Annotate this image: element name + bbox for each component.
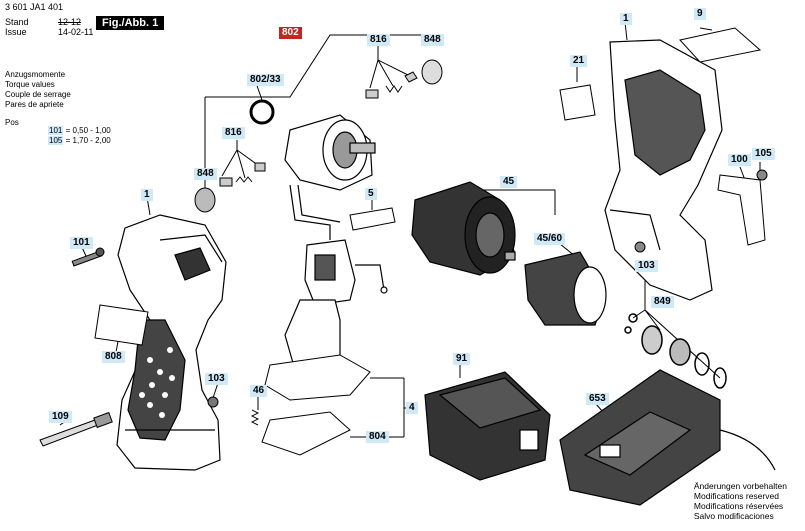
cap-45-60 xyxy=(524,251,607,326)
cover-5 xyxy=(349,207,396,231)
label-9 xyxy=(679,27,762,63)
label-21 xyxy=(559,84,596,121)
callout-101: 101 xyxy=(70,237,93,249)
callout-5: 5 xyxy=(365,188,377,200)
notice-line-fr: Modifications réservées xyxy=(693,501,784,511)
callout-4: 4 xyxy=(406,402,418,414)
switch-module xyxy=(284,239,388,371)
callout-9: 9 xyxy=(694,8,706,20)
label-808 xyxy=(94,304,149,346)
housing-left xyxy=(116,214,227,471)
modifications-notice: Änderungen vorbehalten Modifications res… xyxy=(694,481,787,521)
bearing-848-top xyxy=(421,59,443,85)
brushes-816-left xyxy=(219,162,266,187)
leader-4 xyxy=(350,377,410,438)
pos-row: 105 = 1,70 - 2,00 xyxy=(48,136,111,146)
callout-802: 802 xyxy=(279,27,302,39)
pos-number: 101 xyxy=(48,126,64,135)
callout-45: 45 xyxy=(500,176,518,188)
issue-label: Issue xyxy=(5,27,27,37)
notice-line-es: Salvo modificaciones xyxy=(693,511,774,521)
leader-802 xyxy=(204,34,431,185)
leader-849 xyxy=(632,255,721,379)
stand-label: Stand xyxy=(5,17,29,27)
parts-849 xyxy=(624,313,727,389)
torque-line-es: Pares de apriete xyxy=(5,100,64,109)
callout-848-left: 848 xyxy=(194,168,217,180)
leader-816-top xyxy=(369,45,411,89)
notice-line-en: Modifications reserved xyxy=(693,491,779,501)
screw-101 xyxy=(71,247,105,267)
callout-105: 105 xyxy=(752,148,775,160)
callout-1-left: 1 xyxy=(141,189,153,201)
bit-109 xyxy=(39,411,113,447)
battery-contact-4 xyxy=(264,354,371,401)
board-804 xyxy=(261,411,351,456)
figure-label: Fig./Abb. 1 xyxy=(96,16,165,30)
pos-torque: = 0,50 - 1,00 xyxy=(65,126,111,135)
screw-103-right xyxy=(634,241,646,253)
callout-808: 808 xyxy=(102,351,125,363)
pos-label: Pos xyxy=(5,118,19,127)
callout-804: 804 xyxy=(366,431,389,443)
ring-802-33 xyxy=(249,99,275,125)
pos-row: 101 = 0,50 - 1,00 xyxy=(48,126,111,136)
pos-number: 105 xyxy=(48,136,64,145)
housing-right xyxy=(604,39,723,301)
torque-values-block: Anzugsmomente Torque values Couple de se… xyxy=(5,70,71,110)
callout-100: 100 xyxy=(728,154,751,166)
callout-1-right: 1 xyxy=(620,13,632,25)
stand-value: 12-12 xyxy=(58,17,82,27)
callout-103-right: 103 xyxy=(635,260,658,272)
torque-line-fr: Couple de serrage xyxy=(5,90,71,99)
leader-816-left xyxy=(221,140,263,179)
callout-21: 21 xyxy=(570,55,588,67)
charger-653 xyxy=(559,369,776,506)
pos-torque: = 1,70 - 2,00 xyxy=(65,136,111,145)
torque-line-en: Torque values xyxy=(5,80,55,89)
leader-1-right xyxy=(624,21,628,41)
callout-91: 91 xyxy=(453,353,471,365)
screw-103-left xyxy=(207,396,219,408)
torque-line-de: Anzugsmomente xyxy=(5,70,66,79)
spring-46 xyxy=(250,409,260,426)
callout-849: 849 xyxy=(651,296,674,308)
screw-105 xyxy=(756,169,768,181)
issue-value: 14-02-11 xyxy=(58,27,94,37)
belt-clip-100 xyxy=(717,174,766,246)
callout-653: 653 xyxy=(586,393,609,405)
doc-number: 3 601 JA1 401 xyxy=(5,2,64,12)
callout-109: 109 xyxy=(49,411,72,423)
callout-45-60: 45/60 xyxy=(534,233,566,245)
leader-103-left xyxy=(212,382,219,399)
battery-91 xyxy=(424,371,551,481)
callout-46: 46 xyxy=(250,385,268,397)
callout-816-left: 816 xyxy=(222,127,245,139)
bearing-848-left xyxy=(194,187,216,213)
callout-848-top: 848 xyxy=(421,34,444,46)
callout-802-33: 802/33 xyxy=(247,74,284,86)
callout-816-top: 816 xyxy=(367,34,390,46)
notice-line-de: Änderungen vorbehalten xyxy=(693,481,787,491)
brushes-816-top xyxy=(365,71,418,99)
leader-9 xyxy=(699,27,713,31)
motor-802 xyxy=(284,114,376,240)
gearbox-45 xyxy=(411,181,516,276)
callout-103-left: 103 xyxy=(205,373,228,385)
